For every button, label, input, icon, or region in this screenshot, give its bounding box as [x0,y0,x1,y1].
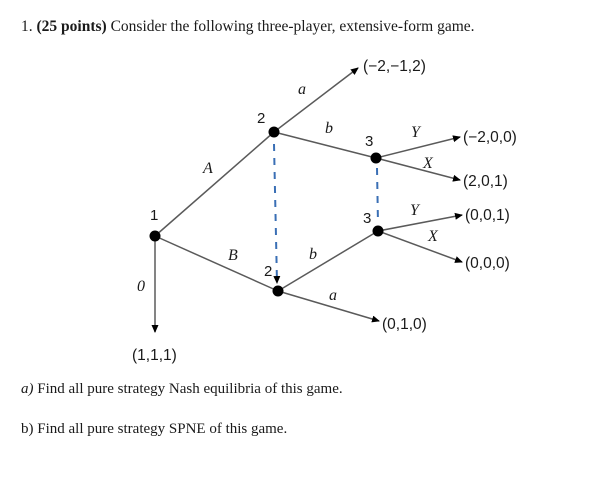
branch-b-top [273,131,377,159]
move-label-B: B [228,247,238,264]
branch-Y-top [375,135,461,159]
problem-header: 1. (25 points) Consider the following th… [21,18,475,36]
payoff-a-top: (−2,−1,2) [363,58,426,75]
player-label-1: 1 [150,207,158,224]
branch-X-top [375,157,461,182]
branch-X-bottom [377,230,463,263]
branch-b-bottom [277,230,379,292]
branch-B [154,235,279,292]
node-player-2-bottom [272,285,284,297]
branch-A [154,131,275,237]
move-label-b-top: b [325,120,333,137]
info-set-player-2 [273,143,281,284]
payoff-YY: (−2,0,0) [463,129,517,146]
move-label-X-bottom: X [427,228,439,245]
problem-text: Consider the following three-player, ext… [110,18,475,35]
node-player-2-top [268,126,280,138]
move-label-a-top: a [298,81,306,98]
player-label-2-bottom: 2 [264,263,272,280]
question-b: b) Find all pure strategy SPNE of this g… [21,421,287,438]
branch-a-top [273,67,359,133]
node-player-1 [149,230,161,242]
problem-number: 1. [21,18,33,35]
player-label-2-top: 2 [257,110,265,127]
payoff-XY: (0,0,1) [465,207,510,224]
payoff-XX: (0,0,0) [465,255,510,272]
question-a: a) Find all pure strategy Nash equilibri… [21,381,343,398]
player-label-3-top: 3 [365,133,373,150]
move-label-Y-bottom: Y [410,202,421,219]
player-label-3-bottom: 3 [363,210,371,227]
move-label-b-bottom: b [309,246,317,263]
payoff-zero: (1,1,1) [132,347,177,364]
info-set-player-3 [376,167,379,225]
move-label-Y-top: Y [411,124,422,141]
node-player-3-bottom [372,225,384,237]
question-b-label: b) [21,421,34,437]
question-b-text: Find all pure strategy SPNE of this game… [37,421,288,437]
move-label-X-top: X [422,155,434,172]
question-a-label: a) [21,381,34,397]
payoff-YX: (2,0,1) [463,173,508,190]
move-label-A: A [202,160,213,177]
move-label-a-bottom: a [329,287,337,304]
problem-points: (25 points) [36,18,107,35]
branch-a-bottom [277,290,380,323]
move-label-zero: 0 [137,278,145,295]
node-player-3-top [370,152,382,164]
branch-Y-bottom [377,212,463,232]
payoff-a-bottom: (0,1,0) [382,316,427,333]
question-a-text: Find all pure strategy Nash equilibria o… [37,381,343,397]
